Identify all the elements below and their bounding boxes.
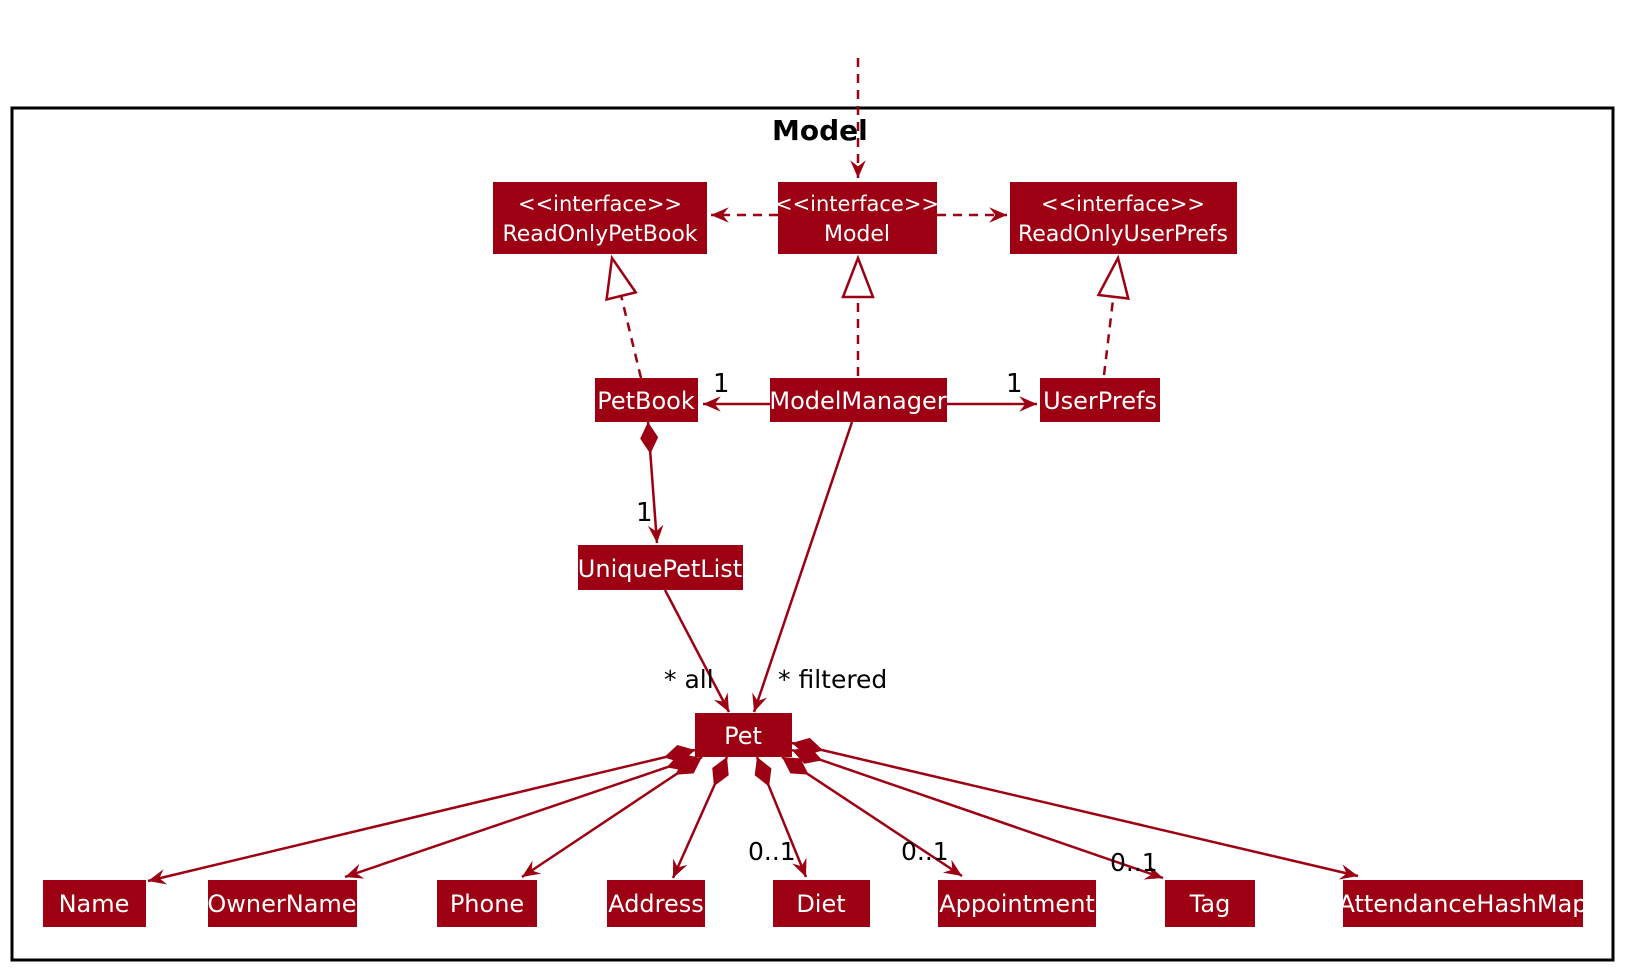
class-name-label: Phone <box>450 890 524 918</box>
class-address: Address <box>607 880 705 927</box>
composition-pet-ownername <box>344 753 698 879</box>
class-name-label: Pet <box>724 722 762 750</box>
class-name-label: PetBook <box>597 387 695 415</box>
class-petbook: PetBook <box>595 378 698 422</box>
class-box <box>773 880 870 927</box>
class-name-label: OwnerName <box>207 890 356 918</box>
stereotype-label: <<interface>> <box>775 192 939 216</box>
class-attendancehashmap: AttendanceHashMap <box>1338 880 1588 927</box>
class-phone: Phone <box>437 880 537 927</box>
class-uniquepetlist: UniquePetList <box>578 545 743 590</box>
composition-pet-address <box>671 756 729 879</box>
class-name: Name <box>43 880 146 927</box>
stereotype-label: <<interface>> <box>1041 192 1205 216</box>
multiplicity-pet-tag: 0..1 <box>1110 848 1158 877</box>
class-ownername: OwnerName <box>207 880 357 927</box>
class-box <box>1165 880 1255 927</box>
class-box <box>695 713 792 757</box>
class-box <box>208 880 357 927</box>
class-box <box>1343 880 1583 927</box>
class-pet: Pet <box>695 713 792 757</box>
edge-uniquepetlist-to-pet <box>663 589 731 713</box>
class-box <box>578 545 743 590</box>
label-filtered: * filtered <box>778 665 887 694</box>
edge-modelmanager-to-pet <box>752 421 854 713</box>
class-box <box>437 880 537 927</box>
class-name-label: ModelManager <box>769 387 946 415</box>
class-name-label: UniquePetList <box>578 555 742 583</box>
class-model-interface: <<interface>> Model <box>775 182 939 254</box>
realization-userprefs-readonlyuserprefs <box>1104 258 1118 376</box>
diagram-title: Model <box>772 114 868 147</box>
class-box <box>595 378 698 422</box>
multiplicity-pet-diet: 0..1 <box>748 837 796 866</box>
multiplicity-petbook-uniquepetlist: 1 <box>636 498 653 528</box>
class-modelmanager: ModelManager <box>769 378 947 422</box>
class-name-label: Diet <box>796 890 845 918</box>
class-userprefs: UserPrefs <box>1040 378 1160 422</box>
composition-pet-attendancehashmap <box>791 737 1359 880</box>
stereotype-label: <<interface>> <box>518 192 682 216</box>
class-name-label: AttendanceHashMap <box>1338 890 1587 918</box>
class-box <box>1010 182 1237 254</box>
class-box <box>1040 378 1160 422</box>
class-box <box>938 880 1096 927</box>
class-diet: Diet <box>773 880 870 927</box>
class-box <box>778 182 937 254</box>
multiplicity-mm-userprefs: 1 <box>1006 369 1023 399</box>
class-name-label: ReadOnlyUserPrefs <box>1018 222 1228 247</box>
class-box <box>43 880 146 927</box>
class-name-label: Appointment <box>939 890 1095 918</box>
composition-pet-phone <box>521 755 703 879</box>
multiplicity-mm-petbook: 1 <box>713 369 730 399</box>
class-name-label: UserPrefs <box>1043 387 1157 415</box>
label-all: * all <box>664 665 714 694</box>
class-box <box>770 378 947 422</box>
class-appointment: Appointment <box>938 880 1096 927</box>
class-name-label: Tag <box>1189 890 1231 918</box>
class-name-label: Address <box>608 890 704 918</box>
class-box <box>493 182 707 254</box>
class-name-label: ReadOnlyPetBook <box>502 222 697 247</box>
class-readonlyuserprefs: <<interface>> ReadOnlyUserPrefs <box>1010 182 1237 254</box>
composition-pet-tag <box>791 746 1164 880</box>
realization-petbook-readonlypetbook <box>612 258 643 379</box>
model-component-frame <box>10 106 1615 962</box>
multiplicity-pet-appointment: 0..1 <box>901 837 949 866</box>
class-name-label: Model <box>824 222 890 247</box>
class-name-label: Name <box>59 890 130 918</box>
class-tag: Tag <box>1165 880 1255 927</box>
class-readonlypetbook: <<interface>> ReadOnlyPetBook <box>493 182 707 254</box>
class-box <box>607 880 705 927</box>
composition-petbook-uniquepetlist <box>640 421 664 544</box>
